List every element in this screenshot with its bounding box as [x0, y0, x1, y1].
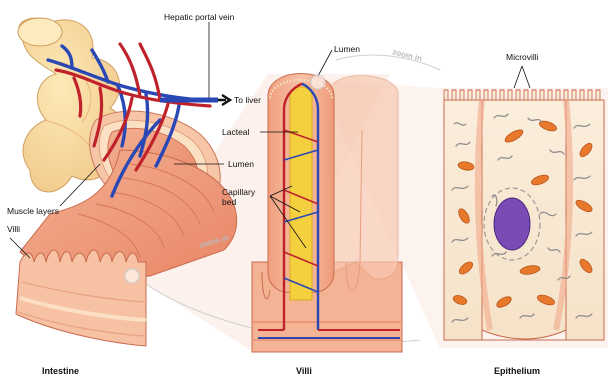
label-lacteal: Lacteal	[222, 127, 250, 137]
leader-lumen-villi	[318, 50, 332, 76]
label-lumen-villi: Lumen	[334, 44, 360, 54]
intestine-villi-cross-section	[16, 250, 146, 346]
label-capillary-line2: bed	[222, 197, 236, 207]
epithelium-illustration: Microvilli	[444, 52, 604, 340]
caption-villi: Villi	[296, 366, 312, 376]
label-capillary-line1: Capillary	[222, 187, 256, 197]
nucleus	[494, 198, 530, 250]
label-hepatic-portal-vein: Hepatic portal vein	[164, 12, 235, 22]
label-lumen-intestine: Lumen	[228, 159, 254, 169]
caption-epithelium: Epithelium	[494, 366, 540, 376]
caption-intestine: Intestine	[42, 366, 79, 376]
label-microvilli: Microvilli	[506, 52, 539, 62]
label-zoom-in-2: zoom in	[392, 47, 424, 63]
label-villi-intestine: Villi	[7, 224, 20, 234]
zoom-focus-villi	[311, 75, 325, 89]
microvilli-border	[444, 90, 604, 100]
label-to-liver: To liver	[234, 95, 261, 105]
leader-microvilli-1	[514, 66, 522, 88]
label-muscle-layers: Muscle layers	[7, 206, 59, 216]
leader-microvilli-2	[522, 66, 530, 88]
zoom-focus-intestine	[125, 269, 139, 283]
to-liver-arrow	[218, 95, 230, 105]
villus-back	[330, 76, 398, 280]
